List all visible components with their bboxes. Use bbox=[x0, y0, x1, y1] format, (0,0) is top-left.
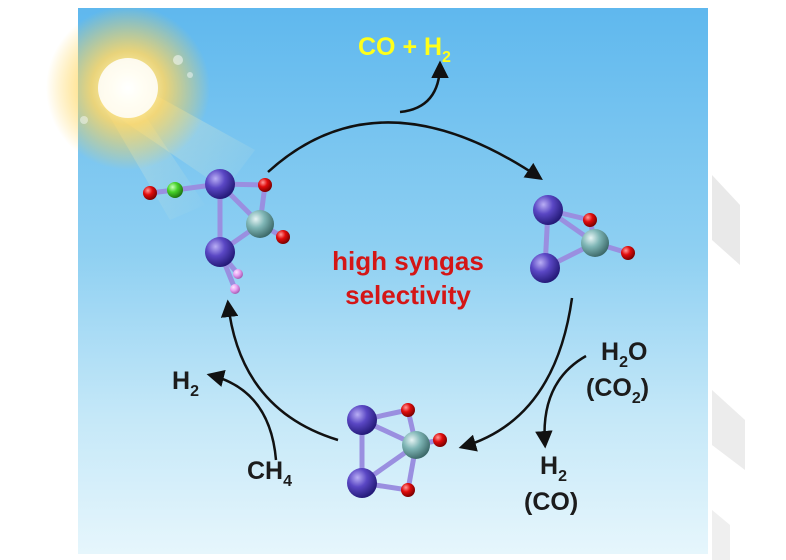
curved-arrow-icon bbox=[220, 299, 339, 442]
product-h2-label: H2 bbox=[540, 452, 567, 485]
center-text-line1: high syngas bbox=[332, 246, 484, 276]
reactant-h2o-label: H2O bbox=[601, 338, 647, 371]
molecule-bottom bbox=[347, 403, 447, 498]
product-co-label: (CO) bbox=[524, 488, 578, 516]
curved-arrow-icon bbox=[399, 60, 449, 114]
reactant-co2-label: (CO2) bbox=[586, 374, 649, 407]
sun-icon bbox=[46, 6, 255, 220]
center-text-line2: selectivity bbox=[345, 280, 471, 310]
product-co-h2-label: CO + H2 bbox=[358, 33, 451, 66]
cycle-arrows bbox=[206, 60, 587, 461]
curved-arrow-icon bbox=[206, 369, 278, 461]
molecule-ch4-adsorbed bbox=[143, 169, 290, 294]
curved-arrow-icon bbox=[535, 354, 587, 449]
curved-arrow-icon bbox=[458, 297, 574, 452]
curved-arrow-icon bbox=[267, 121, 543, 180]
left-product-h2-label: H2 bbox=[172, 367, 199, 400]
molecule-right bbox=[530, 195, 635, 283]
reactant-ch4-label: CH4 bbox=[247, 457, 292, 490]
